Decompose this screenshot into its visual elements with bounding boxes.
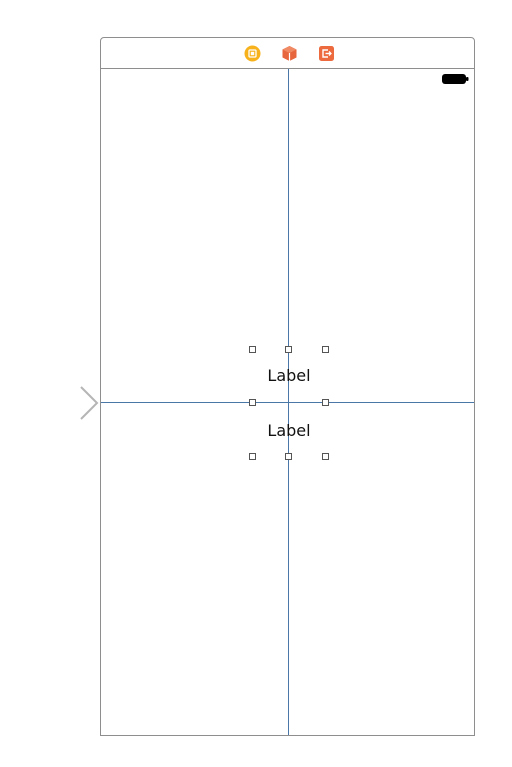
resize-handle-middle-right[interactable]	[322, 399, 329, 406]
resize-handle-middle-left[interactable]	[249, 399, 256, 406]
label-top[interactable]: Label	[267, 365, 311, 385]
scene-dock	[101, 38, 474, 69]
exit-icon[interactable]	[318, 45, 335, 62]
resize-handle-top-right[interactable]	[322, 346, 329, 353]
view-controller-scene[interactable]: Label Label	[100, 37, 475, 736]
resize-handle-bottom-left[interactable]	[249, 453, 256, 460]
label-bottom[interactable]: Label	[267, 420, 311, 440]
horizontal-center-guide	[101, 402, 474, 403]
view-controller-icon[interactable]	[244, 45, 261, 62]
first-responder-icon[interactable]	[281, 45, 298, 62]
battery-icon	[442, 74, 469, 84]
resize-handle-bottom-center[interactable]	[285, 453, 292, 460]
resize-handle-top-left[interactable]	[249, 346, 256, 353]
resize-handle-bottom-right[interactable]	[322, 453, 329, 460]
initial-view-controller-arrow-icon[interactable]	[0, 384, 100, 422]
resize-handle-top-center[interactable]	[285, 346, 292, 353]
root-view[interactable]: Label Label	[101, 69, 474, 735]
